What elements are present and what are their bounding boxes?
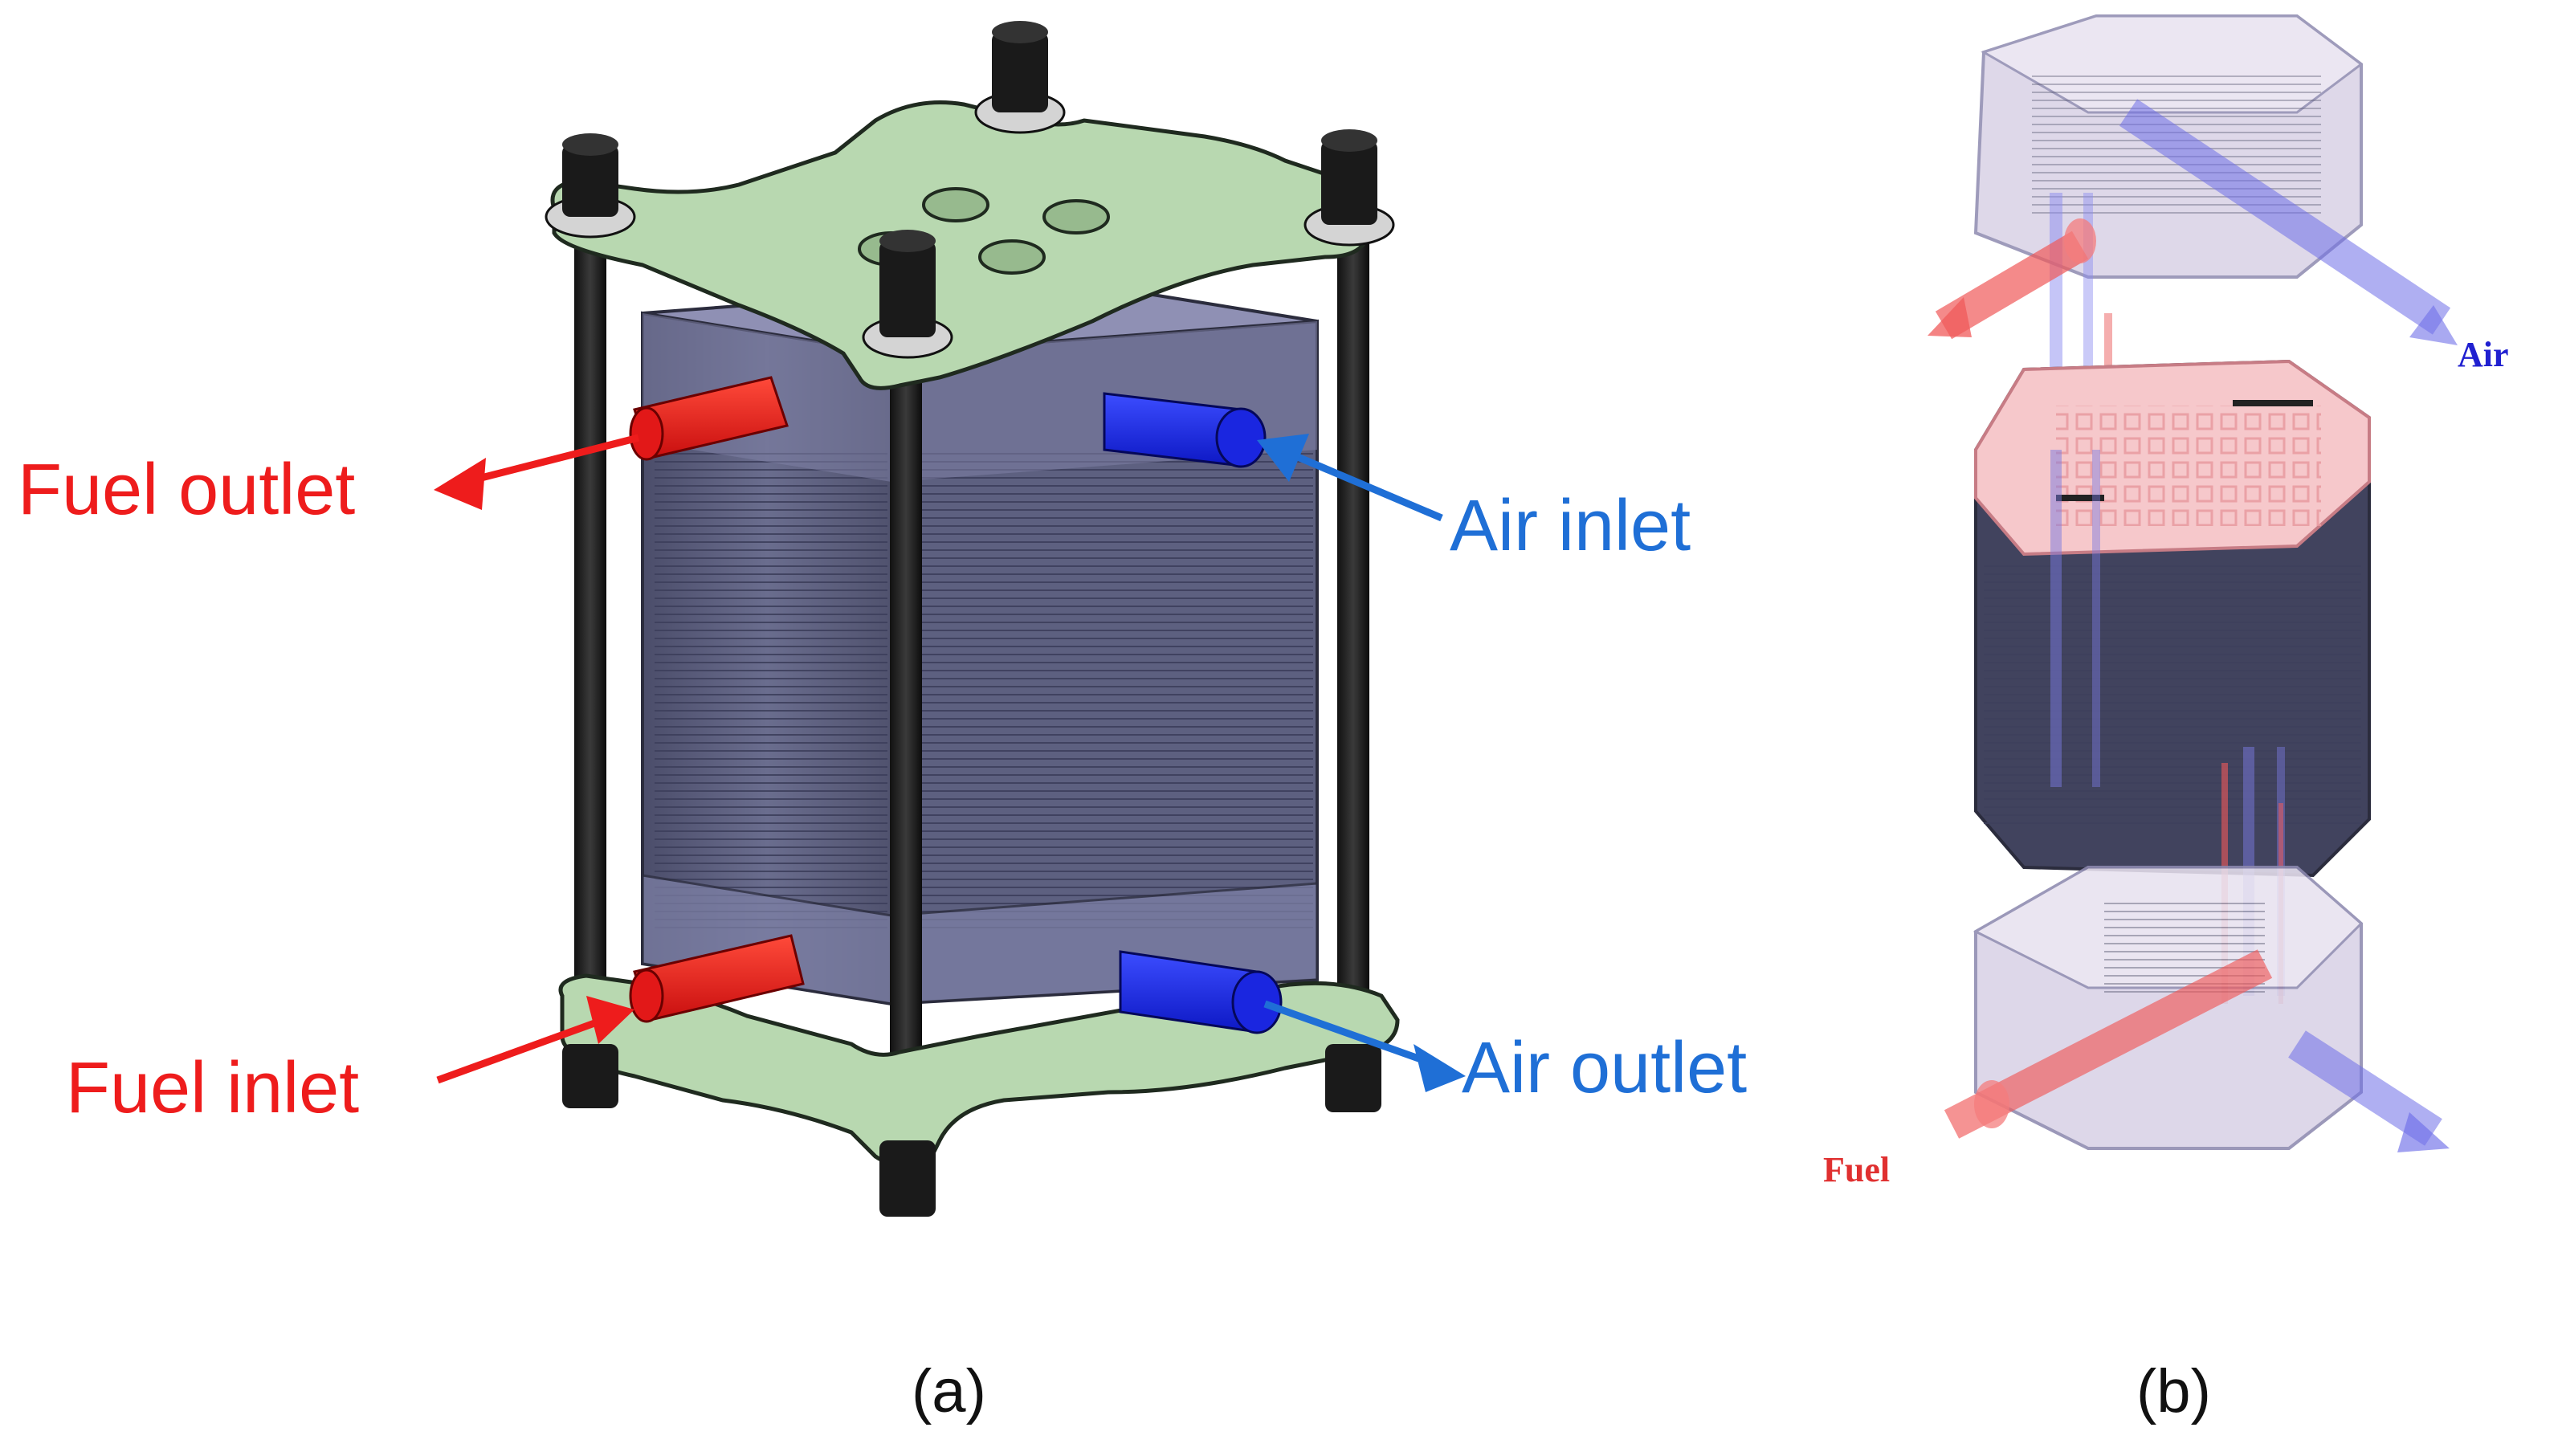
fuel-inlet-port <box>629 934 805 1023</box>
tie-rod-front <box>890 337 922 1124</box>
top-clamp-frame <box>550 100 1368 390</box>
air-outlet-port <box>1119 950 1283 1034</box>
panel-a-stack-illustration <box>434 21 1466 1217</box>
stack-plates-left <box>655 450 887 932</box>
fuel-inlet-label: Fuel inlet <box>66 1048 360 1128</box>
air-outlet-label: Air outlet <box>1462 1028 1748 1108</box>
panel-b-exploded-illustration <box>1928 14 2458 1152</box>
top-plate-hole-1 <box>922 187 989 222</box>
central-stack <box>1974 359 2371 878</box>
top-plate-hole-3 <box>978 239 1046 275</box>
fuel-outlet-arrow <box>434 434 640 510</box>
fuel-label-b: Fuel <box>1823 1150 1891 1189</box>
bottom-fuel-flow <box>1944 949 2273 1139</box>
air-inlet-label: Air inlet <box>1450 486 1691 566</box>
bottom-nuts <box>562 1044 1381 1217</box>
tie-rod-left <box>574 241 606 1028</box>
top-plate-hole-2 <box>1042 199 1110 235</box>
air-outlet-arrow <box>1263 1000 1466 1092</box>
caption-a: (a) <box>912 1357 986 1425</box>
air-label-b: Air <box>2458 335 2509 374</box>
tie-rod-right <box>1337 241 1369 1028</box>
stack-plates-right <box>895 450 1313 932</box>
fuel-inlet-arrow <box>436 996 634 1084</box>
bottom-air-flow <box>2288 1030 2450 1152</box>
air-inlet-arrow <box>1257 434 1443 522</box>
air-inlet-port <box>1103 392 1267 468</box>
caption-b: (b) <box>2136 1357 2211 1425</box>
fuel-outlet-port <box>629 376 789 461</box>
fuel-outlet-label: Fuel outlet <box>18 450 356 530</box>
top-nuts <box>545 21 1395 359</box>
